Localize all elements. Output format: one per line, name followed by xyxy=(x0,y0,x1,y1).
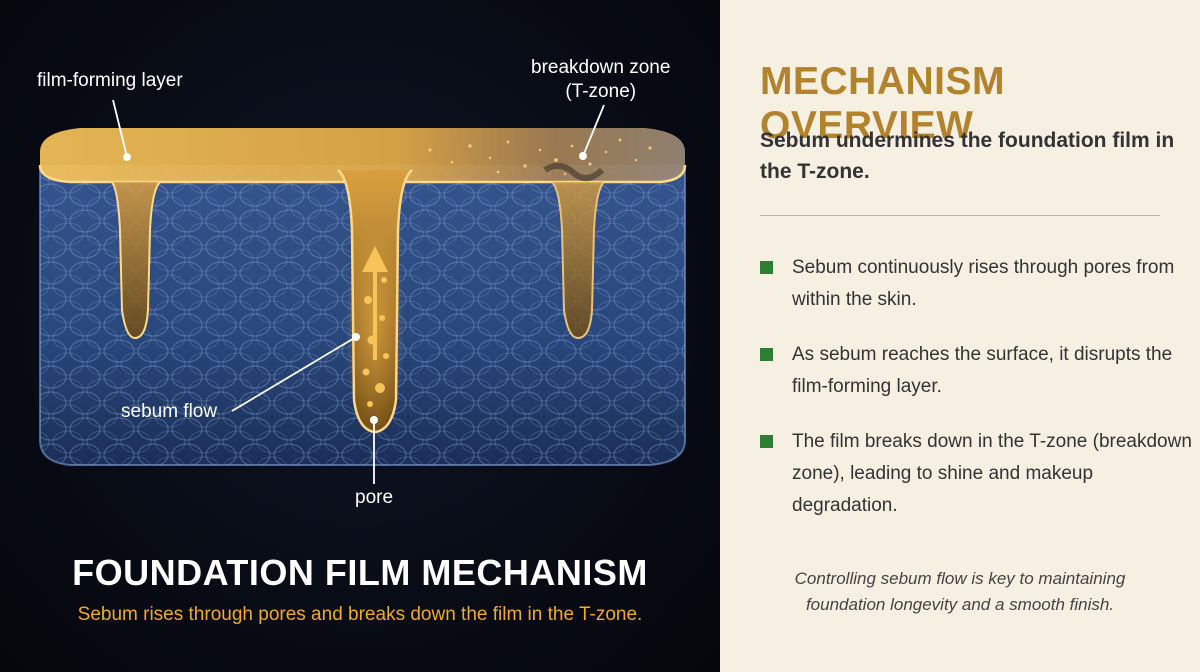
label-breakdown-zone-line2: (T-zone) xyxy=(565,81,637,102)
bullet-text: As sebum reaches the surface, it disrupt… xyxy=(792,344,1173,397)
breakdown-speckles xyxy=(428,138,652,176)
bullet-text: Sebum continuously rises through pores f… xyxy=(792,257,1175,310)
bullet-square-icon xyxy=(760,348,773,361)
diagram-panel: film-forming layer breakdown zone (T-zon… xyxy=(0,0,720,672)
callout-dots xyxy=(123,152,587,424)
label-breakdown-zone-line1: breakdown zone xyxy=(531,57,671,78)
overview-panel: MECHANISM OVERVIEW Sebum undermines the … xyxy=(720,0,1200,672)
bullet-square-icon xyxy=(760,435,773,448)
diagram-subtitle: Sebum rises through pores and breaks dow… xyxy=(77,604,643,625)
breakdown-crack xyxy=(543,162,605,182)
diagram-title: FOUNDATION FILM MECHANISM xyxy=(72,552,648,593)
overview-conclusion: Controlling sebum flow is key to maintai… xyxy=(794,569,1126,614)
label-breakdown-zone: breakdown zone (T-zone) xyxy=(531,56,670,104)
center-pore xyxy=(337,169,413,440)
skin-cross-section-diagram xyxy=(38,99,687,484)
label-pore: pore xyxy=(355,487,394,508)
left-pore xyxy=(111,181,161,340)
overview-summary: Sebum undermines the foundation film in … xyxy=(760,129,1175,183)
divider xyxy=(760,215,1160,216)
callout-leader-lines xyxy=(112,99,605,484)
right-pore xyxy=(551,181,605,340)
bullet-square-icon xyxy=(760,261,773,274)
label-sebum-flow: sebum flow xyxy=(121,401,218,422)
label-film-forming-layer: film-forming layer xyxy=(37,70,183,91)
overview-title: MECHANISM OVERVIEW xyxy=(760,60,1005,147)
bullet-text: The film breaks down in the T-zone (brea… xyxy=(792,431,1192,516)
upward-arrow-icon xyxy=(362,246,388,360)
